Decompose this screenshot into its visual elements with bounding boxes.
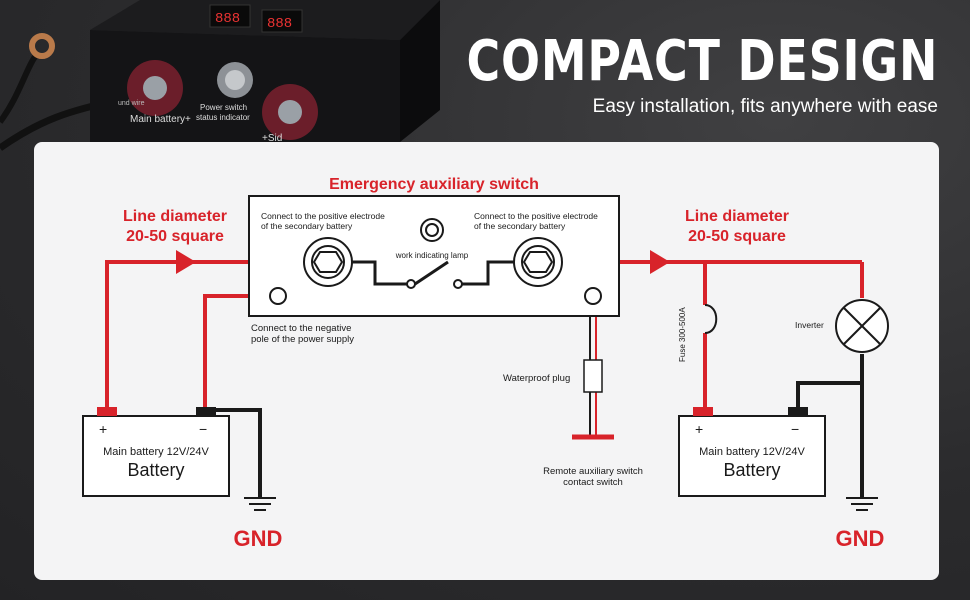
line-diameter-left: Line diameter bbox=[123, 208, 227, 225]
svg-text:of the secondary battery: of the secondary battery bbox=[474, 221, 566, 231]
ground-right-icon bbox=[846, 497, 878, 511]
fuse-icon bbox=[704, 304, 718, 334]
svg-text:Power switch: Power switch bbox=[200, 103, 247, 112]
remote-port-icon bbox=[584, 287, 602, 305]
switch-terminal-right-icon bbox=[513, 237, 563, 287]
battery-right-name: Battery bbox=[723, 460, 780, 480]
internal-switch-icon bbox=[352, 260, 514, 286]
ring-terminal-icon bbox=[29, 33, 55, 59]
black-wires bbox=[207, 354, 864, 498]
battery-left-minus: − bbox=[199, 421, 207, 437]
main-battery-label: Main battery+ bbox=[130, 114, 191, 125]
switch-terminal-left-icon bbox=[303, 237, 353, 287]
page-title: COMPACT DESIGN bbox=[466, 29, 938, 94]
remote-switch-label: Remote auxiliary switch bbox=[543, 466, 643, 477]
gnd-left-label: GND bbox=[234, 526, 283, 551]
waterproof-plug-label: Waterproof plug bbox=[503, 373, 570, 384]
switch-title: Emergency auxiliary switch bbox=[329, 176, 539, 193]
svg-text:status indicator: status indicator bbox=[196, 113, 250, 122]
inverter-icon bbox=[835, 299, 889, 353]
work-lamp-icon bbox=[420, 218, 444, 242]
remote-wire bbox=[572, 298, 614, 440]
negative-port-icon bbox=[269, 287, 287, 305]
inverter-label: Inverter bbox=[795, 320, 824, 330]
battery-left-plus: + bbox=[99, 421, 107, 437]
svg-text:und wire: und wire bbox=[118, 100, 145, 107]
svg-text:+Sid: +Sid bbox=[262, 133, 282, 144]
connect-positive-left: Connect to the positive electrode bbox=[261, 211, 385, 221]
connect-negative-label: Connect to the negative bbox=[251, 323, 351, 334]
ground-left-icon bbox=[244, 497, 276, 511]
work-lamp-label: work indicating lamp bbox=[395, 251, 469, 260]
battery-right-minus: − bbox=[791, 421, 799, 437]
battery-right-spec: Main battery 12V/24V bbox=[699, 446, 805, 458]
svg-text:20-50 square: 20-50 square bbox=[688, 228, 786, 245]
battery-left-spec: Main battery 12V/24V bbox=[103, 446, 209, 458]
arrow-right-icon bbox=[650, 250, 670, 274]
battery-right bbox=[678, 407, 826, 497]
svg-text:20-50 square: 20-50 square bbox=[126, 228, 224, 245]
arrow-left-icon bbox=[176, 250, 196, 274]
gnd-right-label: GND bbox=[836, 526, 885, 551]
connect-positive-right: Connect to the positive electrode bbox=[474, 211, 598, 221]
svg-text:888: 888 bbox=[215, 11, 240, 27]
battery-right-plus: + bbox=[695, 421, 703, 437]
waterproof-plug-icon bbox=[583, 359, 603, 393]
page-subtitle: Easy installation, fits anywhere with ea… bbox=[592, 96, 938, 117]
svg-text:888: 888 bbox=[267, 16, 292, 32]
battery-left bbox=[82, 407, 230, 497]
battery-left-name: Battery bbox=[127, 460, 184, 480]
fuse-label: Fuse 300-500A bbox=[678, 307, 687, 362]
svg-text:contact switch: contact switch bbox=[563, 477, 623, 488]
line-diameter-right: Line diameter bbox=[685, 208, 789, 225]
svg-text:of the secondary battery: of the secondary battery bbox=[261, 221, 353, 231]
svg-text:pole of the power supply: pole of the power supply bbox=[251, 334, 354, 345]
